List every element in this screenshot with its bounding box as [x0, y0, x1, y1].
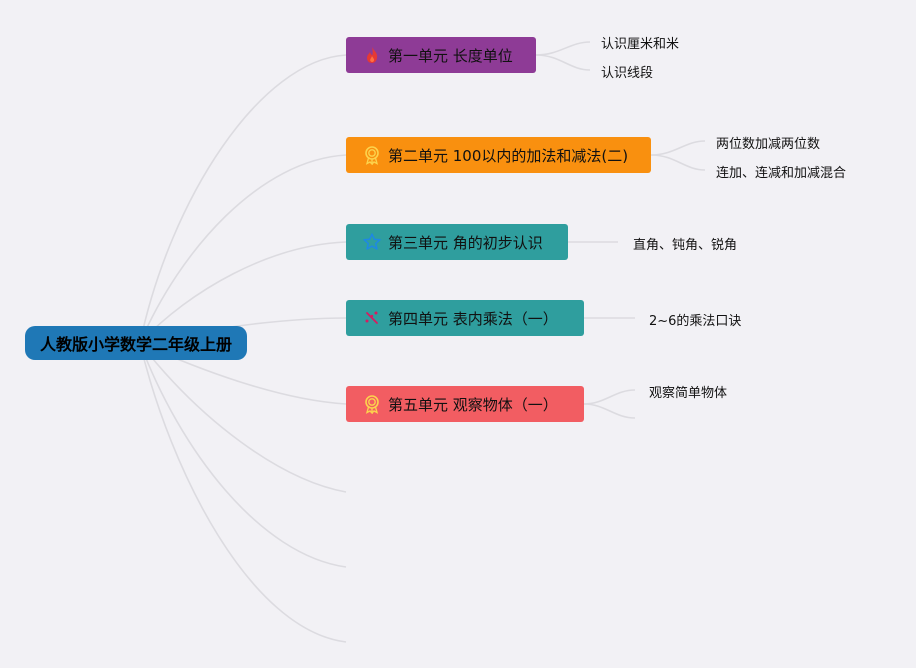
leaf-b2-2[interactable]: 连加、连减和加减混合: [716, 166, 847, 181]
branch-label: 第四单元 表内乘法（一）: [388, 309, 558, 328]
branch-unit-5[interactable]: 第五单元 观察物体（一）: [346, 386, 584, 422]
root-topic[interactable]: 人教版小学数学二年级上册: [25, 326, 247, 360]
branch-unit-4[interactable]: 第四单元 表内乘法（一）: [346, 300, 584, 336]
connector-root-empty-3: [139, 342, 347, 643]
connector-b5-leaf-2: [583, 403, 636, 419]
branch-label: 第三单元 角的初步认识: [388, 233, 543, 252]
connector-root-branch-1: [139, 54, 347, 344]
branch-unit-3[interactable]: 第三单元 角的初步认识: [346, 224, 568, 260]
leaf-b4-1[interactable]: 2~6的乘法口诀: [649, 314, 742, 329]
leaf-b2-1[interactable]: 两位数加减两位数: [716, 137, 821, 152]
branch-label: 第五单元 观察物体（一）: [388, 395, 558, 414]
leaf-b1-1[interactable]: 认识厘米和米: [601, 37, 680, 52]
award-medal-icon: [362, 145, 382, 165]
connector-b2-leaf-2: [650, 154, 706, 171]
branch-label: 第二单元 100以内的加法和减法(二): [388, 146, 629, 165]
branch-unit-2[interactable]: 第二单元 100以内的加法和减法(二): [346, 137, 651, 173]
leaf-b1-2[interactable]: 认识线段: [601, 66, 654, 81]
branch-label: 第一单元 长度单位: [388, 46, 513, 65]
connector-root-empty-1: [139, 342, 347, 493]
leaf-b5-1[interactable]: 观察简单物体: [649, 386, 728, 401]
connector-root-branch-3: [139, 241, 347, 344]
connector-root-branch-2: [139, 154, 347, 344]
award-medal-icon: [362, 394, 382, 414]
flame-icon: [362, 45, 382, 65]
connector-b1-leaf-1: [535, 41, 591, 56]
star-icon: [362, 232, 382, 252]
connector-b1-leaf-2: [535, 54, 591, 71]
connector-b5-leaf-1: [583, 389, 636, 405]
leaf-b3-1[interactable]: 直角、钝角、锐角: [633, 238, 738, 253]
branch-unit-1[interactable]: 第一单元 长度单位: [346, 37, 536, 73]
connector-b2-leaf-1: [650, 140, 706, 156]
sparkle-icon: [362, 308, 382, 328]
connector-root-empty-2: [139, 342, 347, 568]
